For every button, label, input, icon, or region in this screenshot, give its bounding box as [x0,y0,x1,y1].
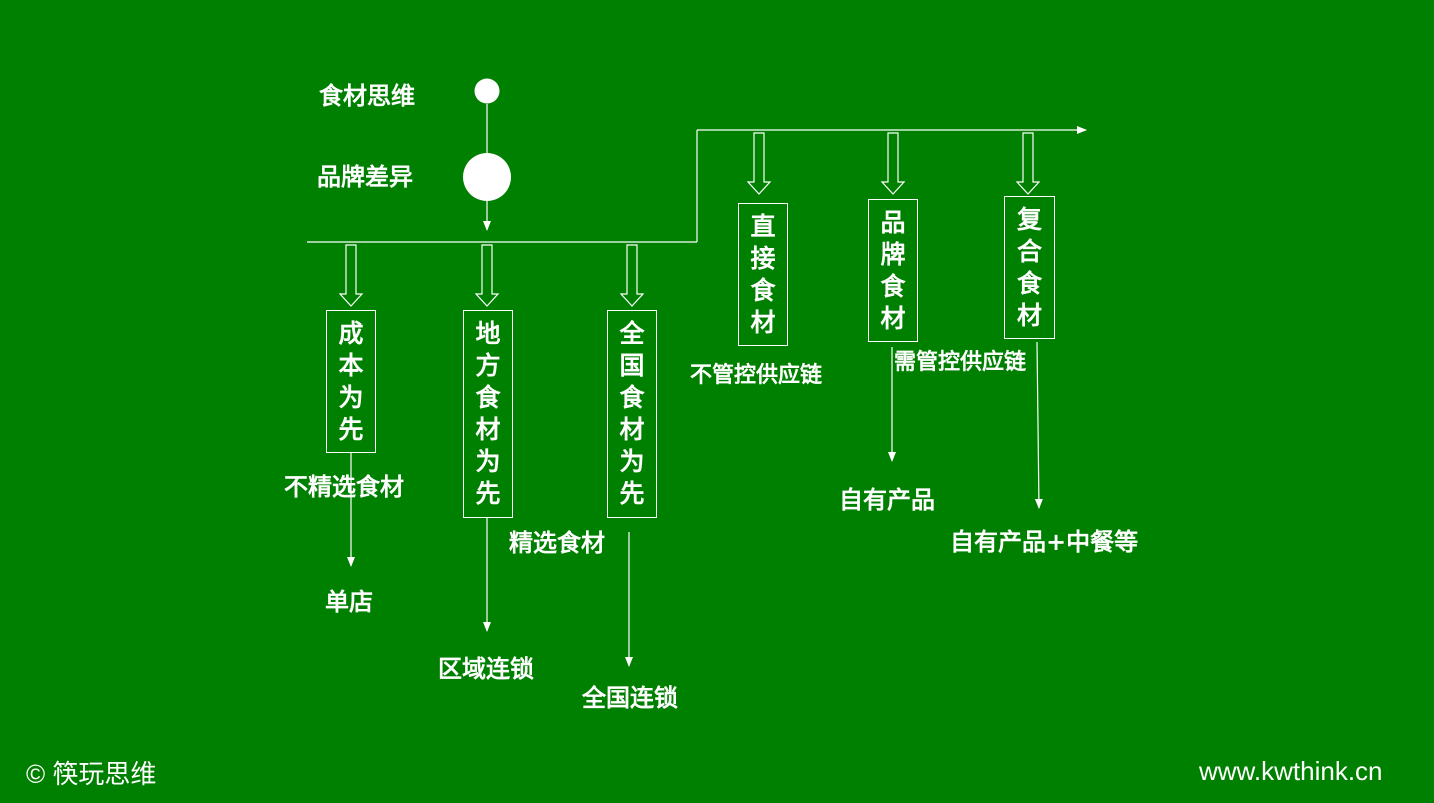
large-node-circle [463,153,511,201]
box-char: 先 [338,414,364,444]
box-char: 材 [1016,300,1042,330]
box-compound-food: 复 合 食 材 [1004,196,1055,339]
box-char: 材 [619,415,645,444]
regional-chain-result: 区域连锁 [438,655,534,683]
box-national-food-first: 全 国 食 材 为 先 [607,310,657,518]
box-char: 先 [619,479,645,508]
box-char: 先 [475,479,501,508]
need-supply-control-note: 需管控供应链 [894,350,1027,375]
hollow-arrow-cost-first [338,244,364,307]
box-local-food-first: 地 方 食 材 为 先 [463,310,513,518]
not-selected-food-note: 不精选食材 [284,473,404,501]
hollow-arrow-compound-food [1015,132,1041,195]
single-store-result: 单店 [325,588,373,616]
box-char: 直 [750,211,776,241]
hollow-arrow-local-food-first [474,244,500,307]
box-char: 食 [880,271,906,301]
own-products-result: 自有产品 [839,486,935,514]
selected-food-note: 精选食材 [509,529,605,557]
box-char: 为 [619,447,645,476]
hollow-arrow-national-food-first [619,244,645,307]
box-char: 食 [619,383,645,412]
box-char: 材 [880,303,906,333]
website-link[interactable]: www.kwthink.cn [1199,756,1383,786]
box-brand-food: 品 牌 食 材 [868,199,918,342]
food-thinking-label: 食材思维 [319,82,415,110]
own-products-plus-result: 自有产品+中餐等 [950,528,1139,556]
no-supply-control-note: 不管控供应链 [690,363,823,388]
box-char: 材 [475,415,501,444]
box-char: 全 [619,319,645,348]
box-char: 本 [338,350,364,380]
box-char: 成 [338,318,364,348]
box-char: 为 [338,382,364,412]
national-chain-result: 全国连锁 [582,684,678,712]
box-direct-food: 直 接 食 材 [738,203,788,346]
box-char: 食 [750,275,776,305]
box-char: 合 [1016,236,1042,266]
small-node-circle [474,78,500,104]
box-char: 国 [619,351,645,380]
box-cost-first: 成 本 为 先 [326,310,376,453]
box-char: 接 [750,243,776,273]
hollow-arrow-brand-food [880,132,906,195]
box-char: 地 [475,319,501,348]
box-char: 方 [475,351,501,380]
box-char: 材 [750,307,776,337]
box-char: 食 [475,383,501,412]
box-char: 复 [1016,204,1042,234]
box-char: 牌 [880,239,906,269]
box-char: 为 [475,447,501,476]
box-char: 食 [1016,268,1042,298]
copyright-text: © 筷玩思维 [26,759,157,789]
arrow-to-own-products-plus [1034,341,1043,509]
hollow-arrow-direct-food [746,132,772,195]
box-char: 品 [880,207,906,237]
brand-difference-label: 品牌差异 [317,163,413,191]
